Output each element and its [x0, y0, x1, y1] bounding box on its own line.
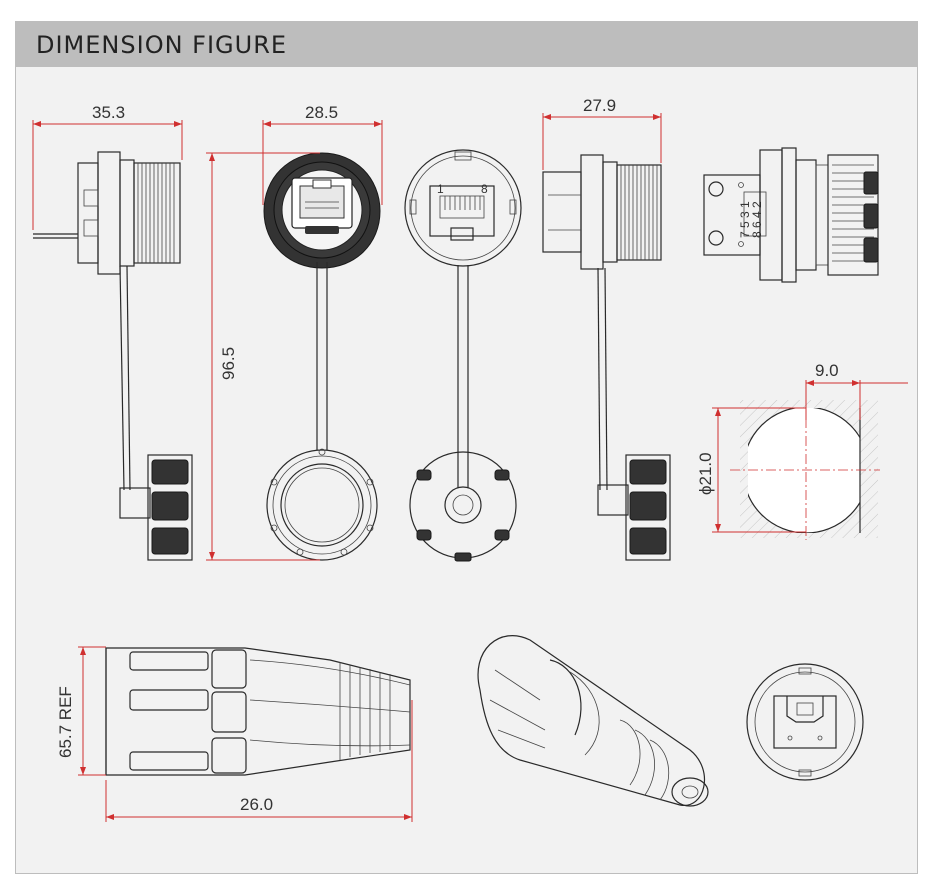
pin-label-right: 8 — [481, 182, 488, 196]
side-view-receptacle — [33, 151, 193, 561]
plug-side-view — [105, 647, 411, 776]
plug-isometric-view — [477, 635, 709, 807]
dimension-annotations: 35.3 28.5 27.9 96.5 9.0 ϕ — [32, 96, 908, 822]
dim-plug-length: 26.0 — [240, 795, 273, 814]
pin-row-even: 8 6 4 2 — [750, 201, 764, 238]
pin-label-left: 1 — [437, 182, 444, 196]
back-view-receptacle: 1 8 — [404, 149, 522, 562]
side-view-receptacle-2 — [542, 154, 671, 561]
dim-diameter: ϕ21.0 — [696, 452, 715, 495]
plug-front-view — [746, 663, 864, 781]
dim-flat-width: 9.0 — [815, 361, 839, 380]
dim-side2-length: 27.9 — [583, 96, 616, 115]
panel-cutout — [730, 400, 880, 540]
header-bar: DIMENSION FIGURE — [16, 22, 917, 67]
dim-side-length: 35.3 — [92, 103, 125, 122]
front-view-receptacle — [263, 152, 381, 561]
dim-total-height: 96.5 — [219, 347, 238, 380]
rear-view-pcb: 7 5 3 1 8 6 4 2 — [703, 147, 879, 283]
pin-row-odd: 7 5 3 1 — [738, 201, 752, 238]
thread-lines — [137, 163, 175, 263]
pin-holes — [738, 182, 767, 247]
page-title: DIMENSION FIGURE — [36, 31, 288, 59]
dim-front-width: 28.5 — [305, 103, 338, 122]
dim-plug-diameter: 65.7 REF — [56, 686, 75, 758]
